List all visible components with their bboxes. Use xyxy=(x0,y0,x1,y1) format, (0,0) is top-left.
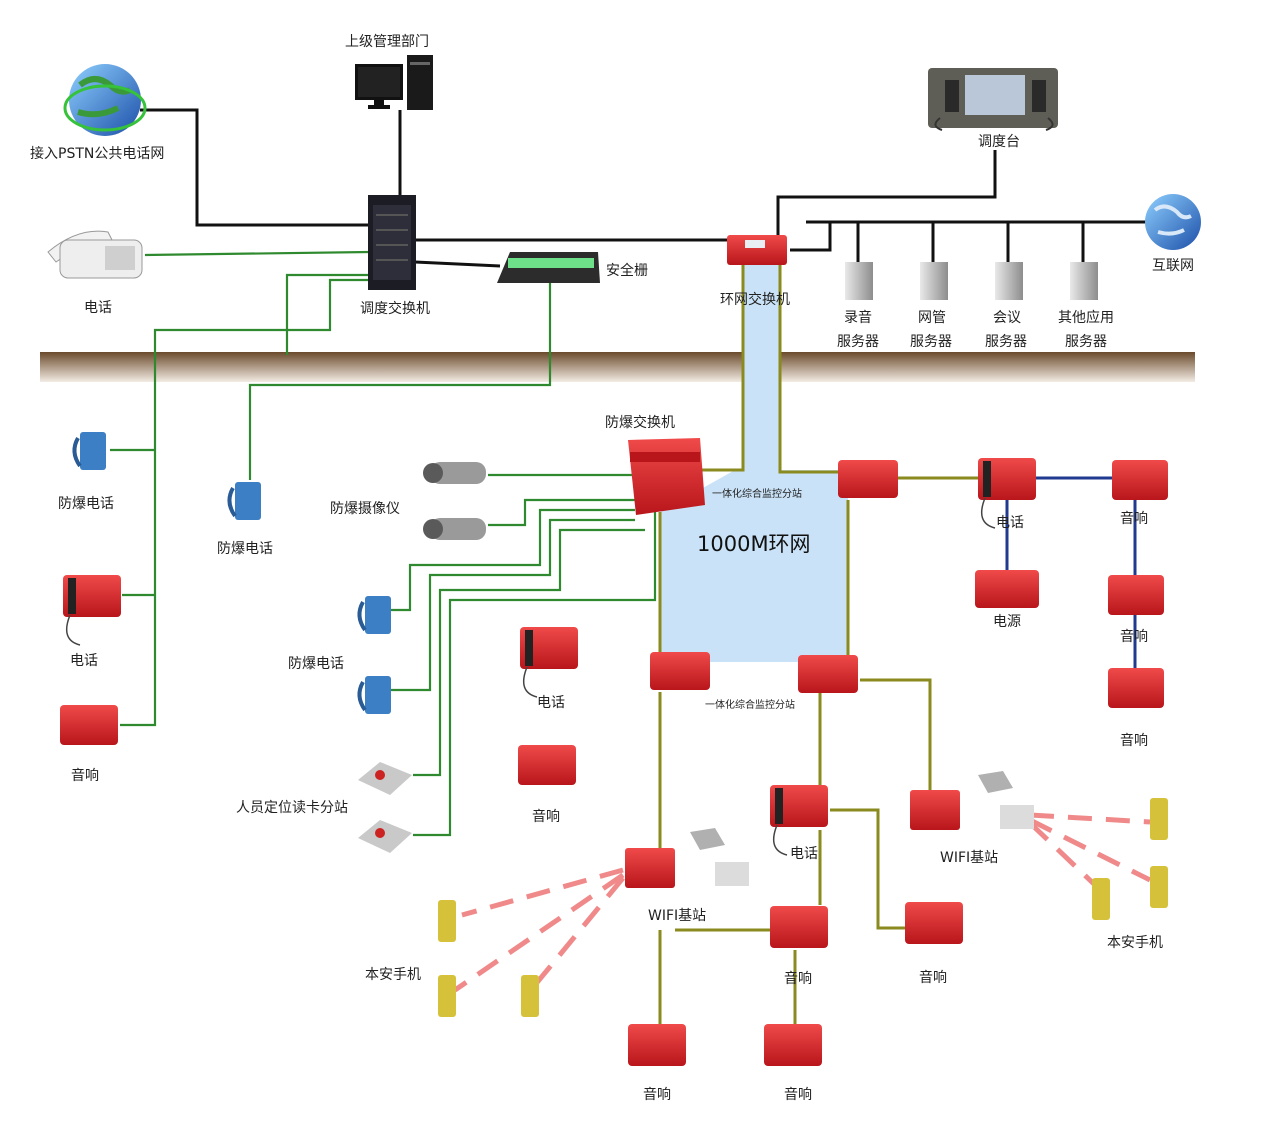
black-links xyxy=(140,108,1150,268)
green-links xyxy=(110,250,657,837)
red-phone-right-icon xyxy=(978,458,1036,529)
label-speaker-r1: 音响 xyxy=(1120,510,1148,527)
handset-left-3-icon xyxy=(521,975,539,1017)
dispatch-switch-rack xyxy=(368,195,416,290)
desk-telephone-icon xyxy=(47,230,143,279)
ring-switch-device xyxy=(727,235,787,265)
label-ex-camera: 防爆摄像仪 xyxy=(330,501,400,517)
server-other-icon xyxy=(1070,262,1098,300)
red-phone-center-icon xyxy=(770,785,828,856)
ex-phone-left-icon xyxy=(72,432,106,470)
rfid-reader-1-icon xyxy=(358,762,412,795)
label-ring-switch: 环网交换机 xyxy=(720,291,790,308)
ex-phone-group-1-icon xyxy=(357,596,391,634)
label-ex-phone-left: 防爆电话 xyxy=(58,496,114,512)
handset-right-1-icon xyxy=(1150,798,1168,840)
speaker-c3-icon xyxy=(628,1024,686,1066)
label-handset-left: 本安手机 xyxy=(365,967,421,983)
label-speaker-c4: 音响 xyxy=(784,1086,812,1103)
speaker-mid-icon xyxy=(518,745,576,785)
label-power-supply: 电源 xyxy=(993,614,1021,630)
server-meeting-icon xyxy=(995,262,1023,300)
desktop-computer-icon xyxy=(355,55,433,110)
handset-right-2-icon xyxy=(1150,866,1168,908)
label-ex-switch: 防爆交换机 xyxy=(605,414,675,431)
wifi-base-left-icon xyxy=(625,828,749,888)
speaker-c4-icon xyxy=(764,1024,822,1066)
label-rfid-station: 人员定位读卡分站 xyxy=(236,799,348,816)
label-speaker-c1: 音响 xyxy=(784,970,812,987)
handset-right-3-icon xyxy=(1092,878,1110,920)
camera-2-icon xyxy=(423,518,486,540)
label-speaker-left: 音响 xyxy=(71,767,99,784)
label-dispatch-desk: 调度台 xyxy=(978,134,1020,150)
label-ex-phone-group: 防爆电话 xyxy=(288,656,344,672)
wifi-beams xyxy=(453,812,1152,993)
monitor-station-bottom-left xyxy=(650,652,710,690)
label-speaker-c2: 音响 xyxy=(919,969,947,986)
label-srv-other-1: 其他应用 xyxy=(1058,309,1114,326)
speaker-left-icon xyxy=(60,705,118,745)
safety-barrier-device xyxy=(497,252,600,283)
label-speaker-r2: 音响 xyxy=(1120,628,1148,645)
label-speaker-mid: 音响 xyxy=(532,808,560,825)
label-srv-nms-1: 网管 xyxy=(918,310,946,326)
ex-phone-group-2-icon xyxy=(357,676,391,714)
label-phone-mid: 电话 xyxy=(537,695,565,711)
ex-switch-device xyxy=(628,438,705,515)
power-supply-icon xyxy=(975,570,1039,608)
ring-network-area xyxy=(660,252,848,662)
label-ex-phone-mid: 防爆电话 xyxy=(217,541,273,557)
label-safety-barrier: 安全栅 xyxy=(606,262,648,279)
label-pstn: 接入PSTN公共电话网 xyxy=(30,145,164,162)
speaker-r3-icon xyxy=(1108,668,1164,708)
pstn-globe-icon xyxy=(63,64,147,136)
label-wifi-right: WIFI基站 xyxy=(940,849,998,866)
red-phone-left-icon xyxy=(63,575,121,646)
label-srv-nms-2: 服务器 xyxy=(910,334,952,350)
label-srv-record-1: 录音 xyxy=(844,309,872,326)
label-srv-record-2: 服务器 xyxy=(837,334,879,350)
label-srv-meeting-1: 会议 xyxy=(993,310,1021,326)
camera-1-icon xyxy=(423,462,486,484)
dispatch-console-icon xyxy=(928,68,1058,131)
label-upper-mgmt: 上级管理部门 xyxy=(345,34,429,50)
server-record-icon xyxy=(845,262,873,300)
speaker-c1-icon xyxy=(770,906,828,948)
label-internet: 互联网 xyxy=(1152,258,1194,274)
handset-left-2-icon xyxy=(438,975,456,1017)
label-monitor-station-bottom: 一体化综合监控分站 xyxy=(705,698,795,711)
ex-phone-mid-icon xyxy=(227,482,261,520)
speaker-r1-icon xyxy=(1112,460,1168,500)
handset-left-1-icon xyxy=(438,900,456,942)
label-phone-right: 电话 xyxy=(996,515,1024,531)
monitor-station-top-right xyxy=(838,460,898,498)
label-monitor-station-top: 一体化综合监控分站 xyxy=(712,487,802,500)
label-wifi-left: WIFI基站 xyxy=(648,907,706,924)
server-nms-icon xyxy=(920,262,948,300)
label-phone-left: 电话 xyxy=(70,653,98,669)
red-phone-mid-icon xyxy=(520,627,578,698)
label-speaker-c3: 音响 xyxy=(643,1086,671,1103)
internet-globe-icon xyxy=(1145,194,1201,250)
label-handset-right: 本安手机 xyxy=(1107,935,1163,951)
label-srv-other-2: 服务器 xyxy=(1065,334,1107,350)
monitor-station-bottom-right xyxy=(798,655,858,693)
olive-links xyxy=(658,265,985,1025)
label-ring-net: 1000M环网 xyxy=(697,532,811,556)
ground-band xyxy=(40,352,1195,382)
label-phone-center: 电话 xyxy=(790,846,818,862)
wifi-base-right-icon xyxy=(910,771,1034,830)
label-dispatch-switch: 调度交换机 xyxy=(360,300,430,317)
speaker-r2-icon xyxy=(1108,575,1164,615)
label-srv-meeting-2: 服务器 xyxy=(985,334,1027,350)
label-speaker-r3: 音响 xyxy=(1120,732,1148,749)
speaker-c2-icon xyxy=(905,902,963,944)
label-telephone-top: 电话 xyxy=(84,300,112,316)
blue-links xyxy=(1005,476,1137,668)
rfid-reader-2-icon xyxy=(358,820,412,853)
